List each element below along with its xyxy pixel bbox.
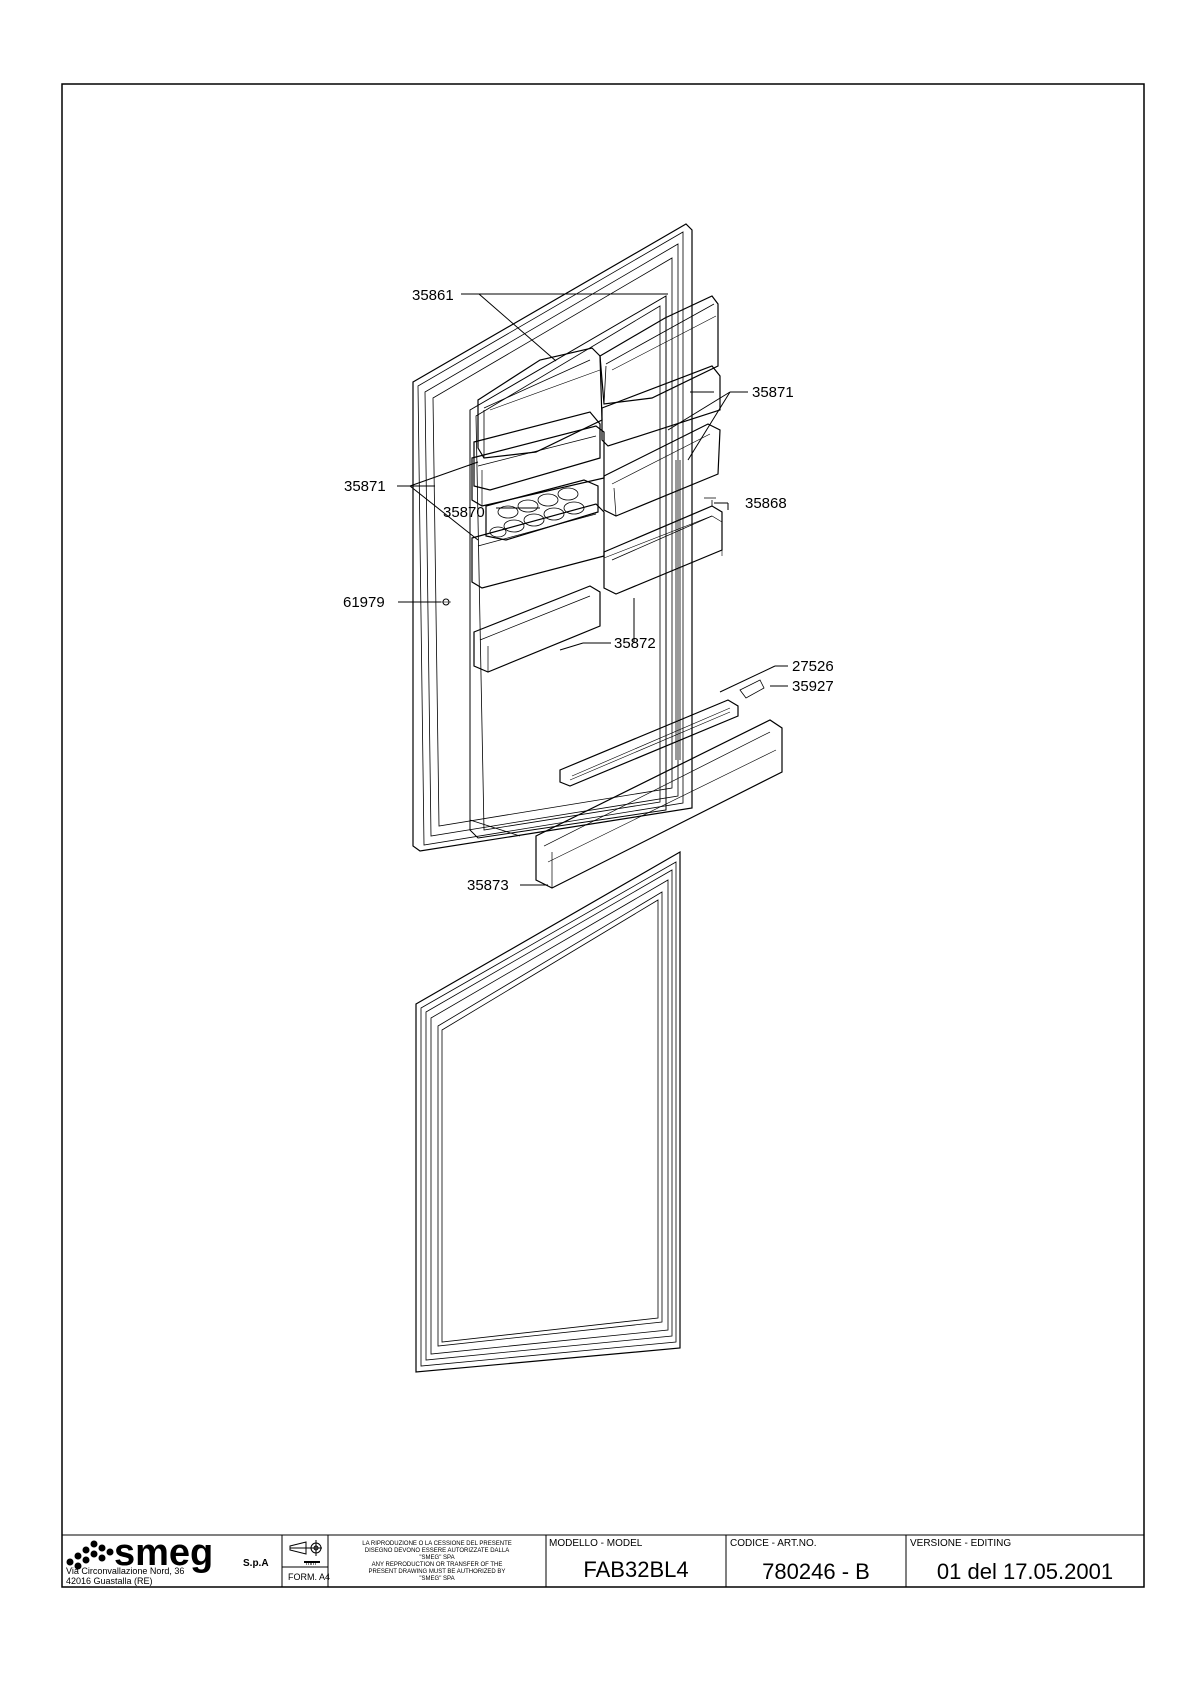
- projection-unit: mm: [306, 1561, 316, 1567]
- address-line-2: 42016 Guastalla (RE): [66, 1576, 153, 1586]
- part-label-35861: 35861: [412, 287, 454, 304]
- address-line-1: Via Circonvallazione Nord, 36: [66, 1566, 184, 1576]
- part-label-61979: 61979: [343, 594, 385, 611]
- brand-suffix: S.p.A: [243, 1558, 269, 1569]
- part-label-35872: 35872: [614, 635, 656, 652]
- notice-it-line-3: "SMEG" SPA: [419, 1555, 454, 1561]
- projection-symbol-icon: [289, 1540, 322, 1563]
- part-label-35871-left: 35871: [344, 478, 386, 495]
- notice-it-line-2: DISEGNO DEVONO ESSERE AUTORIZZATE DALLA: [365, 1548, 509, 1554]
- leader-lines: [397, 293, 788, 886]
- part-label-35870: 35870: [443, 504, 485, 521]
- code-header: CODICE - ART.NO.: [730, 1538, 817, 1549]
- lower-door-illustration: [415, 850, 681, 1373]
- drawing-frame: [61, 83, 1145, 1588]
- version-header: VERSIONE - EDITING: [910, 1538, 1011, 1549]
- part-label-35871-right: 35871: [752, 384, 794, 401]
- notice-en-line-3: "SMEG" SPA: [419, 1576, 454, 1582]
- notice-en-line-1: ANY REPRODUCTION OR TRANSFER OF THE: [372, 1562, 503, 1568]
- part-label-35927: 35927: [792, 678, 834, 695]
- part-label-27526: 27526: [792, 658, 834, 675]
- brand-logo-text: smeg: [114, 1532, 213, 1574]
- notice-it-line-1: LA RIPRODUZIONE O LA CESSIONE DEL PRESEN…: [362, 1541, 511, 1547]
- version-value: 01 del 17.05.2001: [937, 1559, 1113, 1584]
- notice-en-line-2: PRESENT DRAWING MUST BE AUTHORIZED BY: [369, 1569, 506, 1575]
- model-value: FAB32BL4: [583, 1557, 688, 1582]
- part-label-35868: 35868: [745, 495, 787, 512]
- form-label: FORM. A4: [288, 1572, 330, 1582]
- part-61979-marker: [441, 598, 451, 606]
- upper-door-illustration: [412, 223, 783, 889]
- model-header: MODELLO - MODEL: [549, 1538, 643, 1549]
- smeg-logo-icon: [66, 1540, 114, 1570]
- code-value: 780246 - B: [762, 1559, 870, 1584]
- title-block: smeg S.p.A Via Circonvallazione Nord, 36…: [62, 1532, 1144, 1587]
- part-label-35873: 35873: [467, 877, 509, 894]
